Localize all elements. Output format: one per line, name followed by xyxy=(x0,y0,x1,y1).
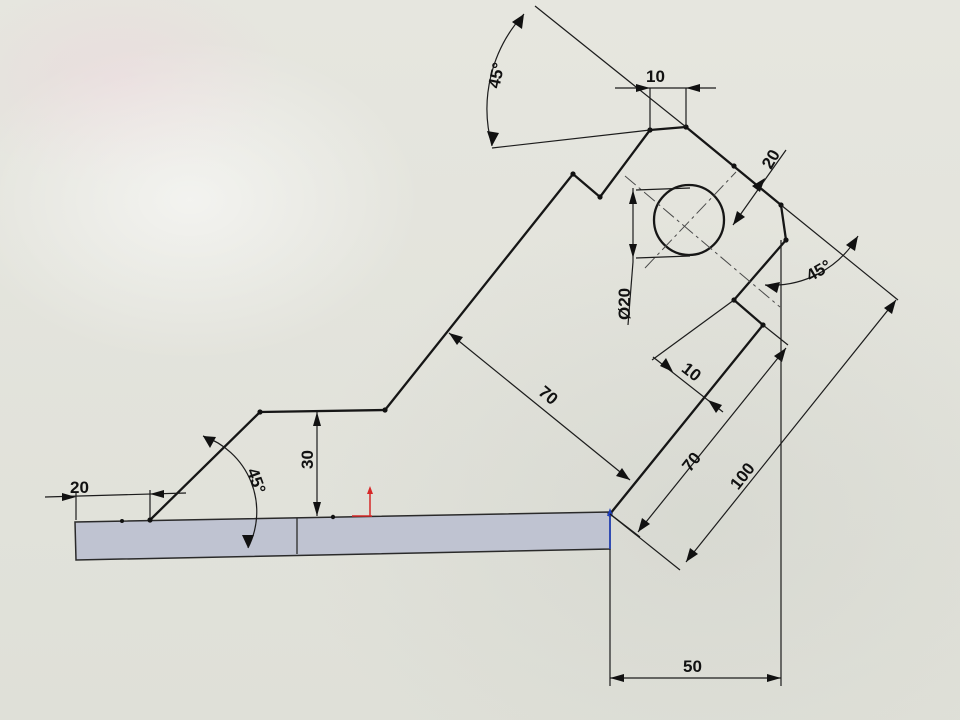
arrowhead xyxy=(686,84,700,92)
profile-edge-45deg[interactable] xyxy=(148,410,262,522)
dimension-label[interactable]: 45° xyxy=(243,465,270,496)
arrowhead xyxy=(708,400,722,413)
point[interactable] xyxy=(597,194,603,200)
dimension-line xyxy=(685,299,897,563)
right-extension-lines xyxy=(609,204,899,571)
arrowhead xyxy=(686,548,698,562)
angle-arc xyxy=(202,435,258,549)
dimension-45deg-top[interactable]: 45° xyxy=(484,5,687,149)
arrowhead xyxy=(660,358,673,372)
extension-line xyxy=(534,5,687,128)
profile-edge-notch-b[interactable] xyxy=(598,128,652,199)
point[interactable] xyxy=(570,171,576,177)
origin-arrow-up xyxy=(367,486,373,494)
dimension-45deg-right[interactable]: 45° xyxy=(764,235,859,293)
dimension-20-right[interactable]: 20 xyxy=(732,146,787,226)
dimension-label[interactable]: 100 xyxy=(726,459,758,493)
dimension-10-right[interactable]: 10 xyxy=(652,356,724,413)
profile-edge-top[interactable] xyxy=(648,125,688,132)
profile-edge-notch-a[interactable] xyxy=(571,172,602,199)
dimension-100[interactable]: 100 xyxy=(685,299,897,563)
dimension-label[interactable]: 70 xyxy=(678,449,705,476)
blue-edge-arrow xyxy=(607,508,613,516)
arrowhead xyxy=(313,502,321,516)
arrowhead xyxy=(487,131,499,146)
dimension-label[interactable]: Ø20 xyxy=(615,288,634,320)
dimension-label[interactable]: 50 xyxy=(683,657,702,676)
arrowhead xyxy=(636,84,650,92)
arrowhead xyxy=(752,178,765,192)
dimension-30[interactable]: 30 xyxy=(298,412,321,516)
dimension-label[interactable]: 45° xyxy=(484,61,508,90)
base-plate[interactable] xyxy=(74,511,611,561)
extension-line xyxy=(609,513,641,538)
arrowhead xyxy=(512,14,524,29)
hole-centerline-b xyxy=(644,171,737,269)
point[interactable] xyxy=(731,163,737,169)
angle-arc xyxy=(486,13,525,147)
profile-edge-top-step[interactable] xyxy=(258,408,387,414)
profile-edge-inner-step[interactable] xyxy=(732,298,765,327)
arrowhead xyxy=(774,348,786,362)
arrowhead xyxy=(733,211,745,225)
extension-line xyxy=(635,187,691,191)
sketch-profile[interactable] xyxy=(148,125,788,522)
dimension-diameter-20[interactable]: Ø20 xyxy=(615,187,691,326)
point[interactable] xyxy=(783,237,789,243)
hole-centerline-a xyxy=(624,175,781,308)
arrowhead xyxy=(638,518,650,532)
point[interactable] xyxy=(257,409,263,415)
arrowhead xyxy=(62,493,76,501)
arrowhead xyxy=(629,244,637,258)
dimension-20-left[interactable]: 20 xyxy=(44,478,187,520)
dimension-line xyxy=(637,347,787,533)
dimension-label[interactable]: 45° xyxy=(803,256,835,285)
dimension-line xyxy=(448,332,631,481)
arrowhead xyxy=(150,490,164,498)
base-plate-body[interactable] xyxy=(74,511,611,561)
point[interactable] xyxy=(382,407,388,413)
arrowhead xyxy=(242,535,254,548)
origin-triad xyxy=(352,486,613,549)
arrowhead xyxy=(449,333,463,345)
extension-line xyxy=(635,255,691,259)
dimension-70-perp[interactable]: 70 xyxy=(448,332,631,481)
profile-edge-right-long[interactable] xyxy=(608,323,765,516)
point[interactable] xyxy=(330,514,336,520)
dimension-label[interactable]: 10 xyxy=(646,67,665,86)
leader-line xyxy=(627,261,634,326)
arrowhead xyxy=(884,300,896,314)
dimension-label[interactable]: 20 xyxy=(758,146,784,172)
extension-line xyxy=(491,129,651,149)
arrowhead xyxy=(616,468,630,480)
extension-line xyxy=(762,324,789,346)
profile-edge-left-long[interactable] xyxy=(383,172,575,412)
dimension-label[interactable]: 70 xyxy=(535,382,562,409)
hole-feature[interactable] xyxy=(624,171,781,308)
point[interactable] xyxy=(147,517,153,523)
sketch-points xyxy=(120,124,789,523)
profile-edge-inner-diag[interactable] xyxy=(732,238,788,302)
dimension-label[interactable]: 20 xyxy=(70,478,89,497)
point[interactable] xyxy=(120,519,124,523)
arrowhead xyxy=(610,674,624,682)
dimension-70-right[interactable]: 70 xyxy=(637,347,787,533)
hole-circle[interactable] xyxy=(652,183,726,257)
arrowhead xyxy=(313,412,321,426)
dimension-10-top[interactable]: 10 xyxy=(615,67,716,130)
extension-line xyxy=(780,204,899,301)
arrowhead xyxy=(765,282,780,293)
extension-line xyxy=(651,299,735,361)
arrowhead xyxy=(846,236,858,251)
profile-edge-right-short[interactable] xyxy=(779,203,788,242)
dimension-label[interactable]: 30 xyxy=(298,450,317,469)
dimension-50[interactable]: 50 xyxy=(609,240,782,686)
dimension-label[interactable]: 10 xyxy=(678,359,705,386)
arrowhead xyxy=(767,674,781,682)
arrowhead xyxy=(203,436,216,448)
arrowhead xyxy=(629,190,637,204)
